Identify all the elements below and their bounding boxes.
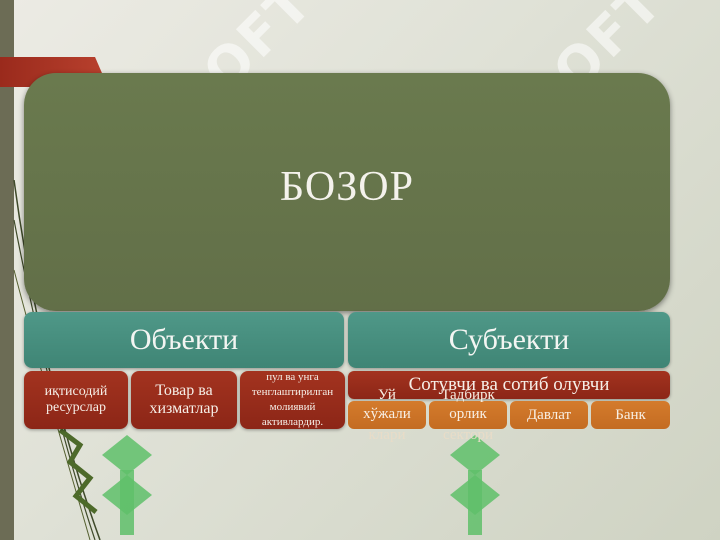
subject-item-line: сектори	[443, 427, 493, 443]
object-item-resources: иқтисодий ресурслар	[24, 371, 128, 429]
subject-item-line: хўжали	[363, 406, 411, 422]
object-item-label: иқтисодий ресурслар	[44, 384, 108, 415]
object-item-label: Товар ва хизматлар	[149, 382, 219, 417]
subject-item-line: Тадбирк	[441, 387, 495, 403]
category-subjects: Субъекти	[348, 312, 670, 368]
subject-item-households: Уй хўжали клари	[348, 387, 426, 443]
object-item-money: пул ва унга тенглаштирилган молиявий акт…	[240, 371, 345, 429]
subject-item-line: клари	[368, 427, 406, 443]
subject-item-business: Тадбирк орлик сектори	[429, 387, 507, 443]
object-item-label: пул ва унга тенглаштирилган молиявий акт…	[251, 371, 334, 428]
subject-item-line: Уй	[378, 387, 396, 403]
left-accent-bar	[0, 0, 14, 540]
subject-item-state: Давлат	[510, 401, 588, 429]
watermark-logo-icon	[102, 435, 152, 535]
subject-item-line: орлик	[449, 406, 487, 422]
category-objects: Объекти	[24, 312, 344, 368]
subject-header: Сотувчи ва сотиб олувчи	[348, 371, 670, 399]
object-item-goods: Товар ва хизматлар	[131, 371, 237, 429]
subject-item-bank: Банк	[591, 401, 670, 429]
slide-title: БОЗОР	[280, 164, 414, 210]
watermark-logo-icon	[450, 435, 500, 535]
market-main-box: БОЗОР	[24, 73, 670, 311]
